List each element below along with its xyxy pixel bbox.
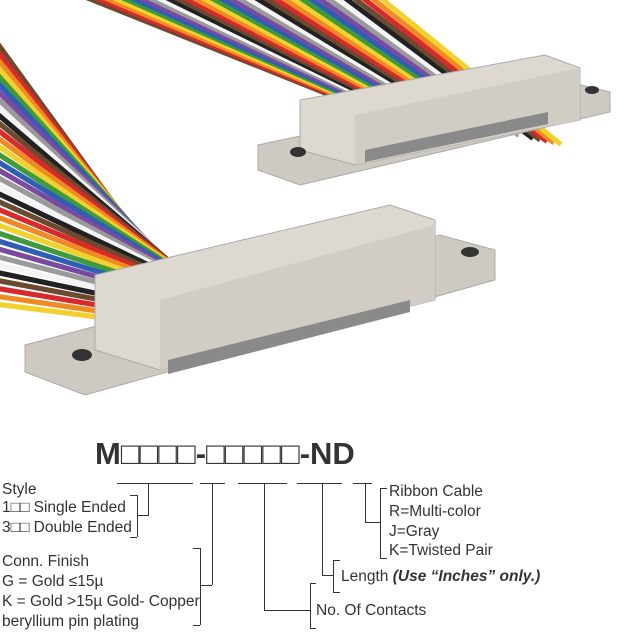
bracket-tick [310,628,316,629]
finish-option-k: K = Gold >15µ Gold- Copper [2,593,200,610]
underline-ribbon [353,483,372,484]
length-text: Length [341,568,389,585]
leader [322,575,333,576]
bracket-tick [130,495,137,496]
bracket-tick [333,560,340,561]
pn-dash: - [195,436,207,471]
leader [138,515,149,516]
cable-assembly-illustration [0,0,611,396]
finish-option-g: G = Gold ≤15µ [2,573,104,590]
upper-mount-hole [585,86,599,94]
underline-contacts [238,483,287,484]
finish-title: Conn. Finish [2,553,90,570]
leader [365,483,366,522]
lower-connector-face [160,225,435,370]
leader [365,522,380,523]
length-note: (Use “Inches” only.) [392,568,541,585]
pn-boxes-2: □□□□□ [206,436,300,471]
leader [264,483,265,610]
finish-option-k-cont: beryllium pin plating [2,613,139,630]
style-option-3: 3□□ Double Ended [2,519,132,536]
lower-connector [24,204,496,396]
lower-mount-hole [72,349,92,361]
upper-connector [257,54,611,186]
bracket-length [333,560,334,592]
bracket-tick [380,558,387,559]
bracket-tick [380,488,387,489]
ribbon-option-j: J=Gray [389,523,440,540]
leader [212,483,213,585]
leader [264,610,310,611]
leader [322,483,323,575]
underline-style [117,483,193,484]
bracket-tick [193,625,200,626]
pn-suffix: -ND [299,436,355,471]
part-number-template: M□□□□-□□□□□-ND [95,436,355,472]
ribbon-option-r: R=Multi-color [389,503,481,520]
length-label: Length (Use “Inches” only.) [341,567,540,587]
pn-boxes-1: □□□□ [120,436,196,471]
bracket-tick [310,583,316,584]
lower-connector-pins [168,300,410,374]
leader [148,483,149,515]
bracket-contacts [310,583,311,628]
contacts-label: No. Of Contacts [316,602,427,619]
ribbon-title: Ribbon Cable [389,483,483,500]
ribbon-option-k: K=Twisted Pair [389,542,493,559]
style-title: Style [2,481,37,498]
bracket-finish [200,548,201,625]
style-option-1: 1□□ Single Ended [2,499,126,516]
upper-connector-pins [365,112,548,162]
bracket-tick [333,592,340,593]
upper-mount-hole [290,147,306,157]
bracket-tick [130,537,137,538]
underline-length [297,483,342,484]
bracket-style [137,495,138,537]
leader [200,585,212,586]
bracket-ribbon [380,488,381,558]
pn-prefix: M [95,436,121,471]
lower-mount-hole [461,247,479,257]
bracket-tick [193,548,200,549]
